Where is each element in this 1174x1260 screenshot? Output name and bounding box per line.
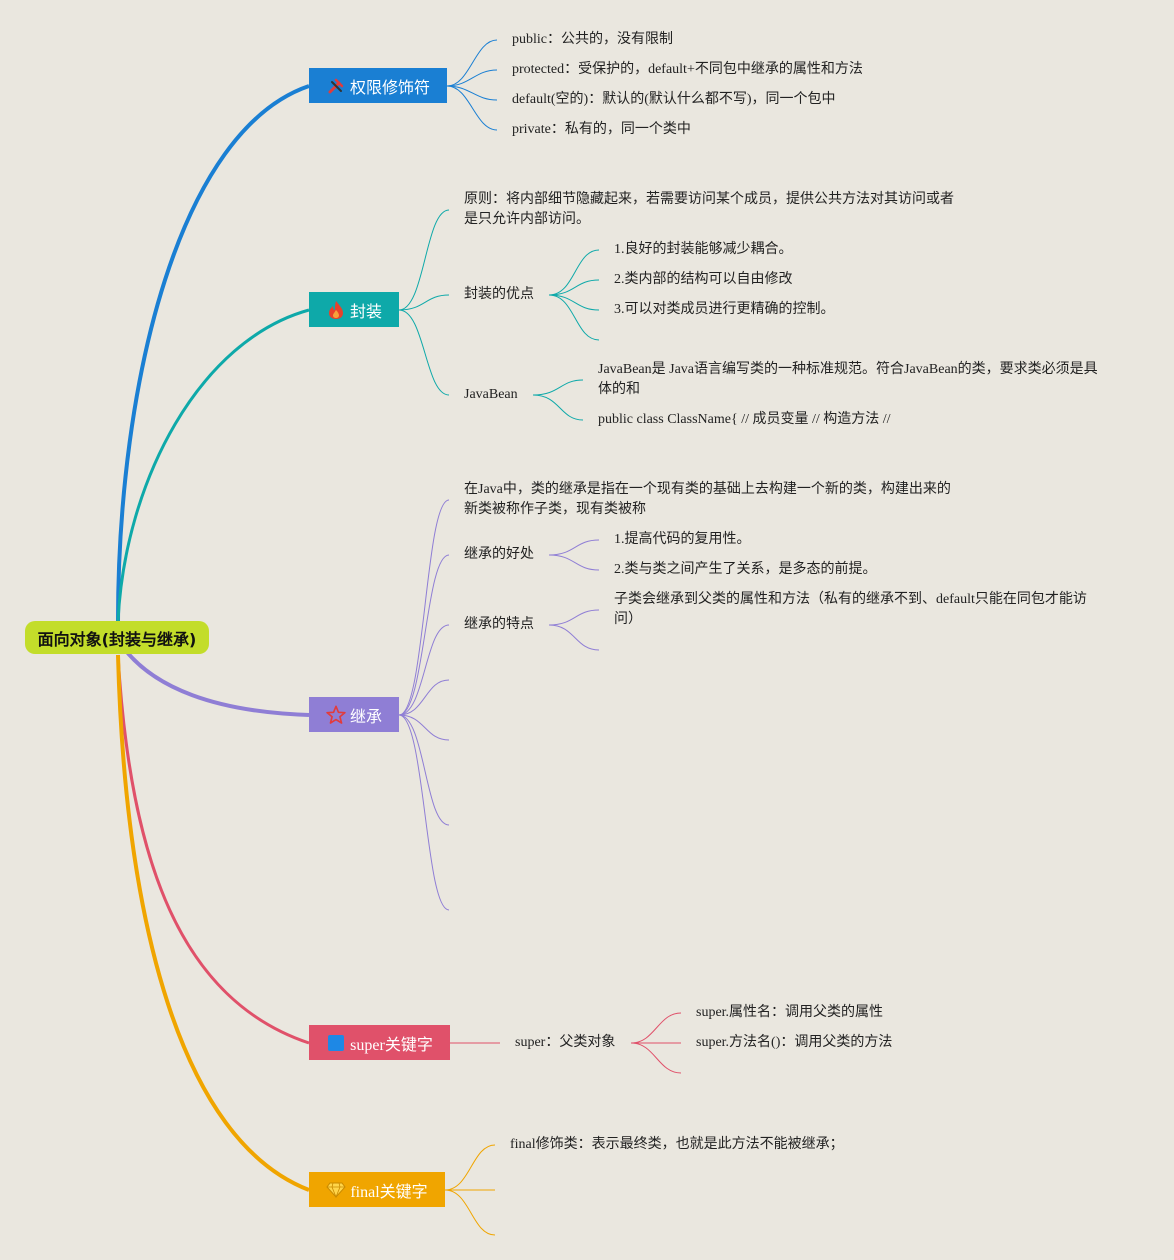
diamond-icon bbox=[326, 1180, 346, 1200]
root-label: 面向对象(封装与继承) bbox=[37, 629, 197, 649]
encap-leaf-connectors bbox=[398, 209, 600, 421]
access-leaf-connectors bbox=[446, 39, 498, 131]
inherit-benefit-item[interactable]: 1.提高代码的复用性。 bbox=[614, 532, 751, 547]
encap-javabean-item[interactable]: public class ClassName{ // 成员变量 // 构造方法 … bbox=[598, 412, 891, 427]
inherit-intro[interactable]: 在Java中，类的继承是指在一个现有类的基础上去构建一个新的类，构建出来的新类被… bbox=[464, 482, 951, 517]
final-item[interactable]: final修饰类：表示最终类，也就是此方法不能被继承； bbox=[510, 1137, 844, 1152]
branch-label: super关键字 bbox=[350, 1036, 433, 1054]
super-leaf-connectors bbox=[450, 1012, 682, 1074]
inherit-leaf-connectors bbox=[398, 499, 600, 911]
access-item-public[interactable]: public：公共的，没有限制 bbox=[512, 32, 673, 47]
encap-javabean-node[interactable]: JavaBean bbox=[464, 387, 518, 402]
branch-label: 权限修饰符 bbox=[349, 77, 430, 97]
branch-label: 继承 bbox=[349, 706, 382, 726]
inherit-features-node[interactable]: 继承的特点 bbox=[464, 617, 534, 632]
connector-root-access bbox=[116, 84, 310, 622]
branch-label: final关键字 bbox=[350, 1183, 428, 1201]
super-parent-object-node[interactable]: super：父类对象 bbox=[515, 1035, 616, 1050]
branch-label: 封装 bbox=[349, 301, 382, 321]
encap-advantage-item[interactable]: 2.类内部的结构可以自由修改 bbox=[614, 272, 793, 287]
access-item-default[interactable]: default(空的)：默认的(默认什么都不写)，同一个包中 bbox=[512, 92, 836, 107]
access-item-private[interactable]: private：私有的，同一个类中 bbox=[512, 122, 691, 137]
final-leaf-connectors bbox=[444, 1144, 496, 1236]
inherit-feature-item[interactable]: 子类会继承到父类的属性和方法（私有的继承不到、default只能在同包才能访问） bbox=[614, 592, 1087, 627]
encap-advantage-item[interactable]: 3.可以对类成员进行更精确的控制。 bbox=[614, 302, 835, 317]
connector-root-inherit bbox=[116, 638, 310, 717]
fire-icon bbox=[326, 300, 346, 320]
access-item-protected[interactable]: protected：受保护的，default+不同包中继承的属性和方法 bbox=[512, 62, 863, 77]
branch-encapsulation[interactable]: 封装 bbox=[309, 292, 399, 327]
encap-principle[interactable]: 原则：将内部细节隐藏起来，若需要访问某个成员，提供公共方法对其访问或者是只允许内… bbox=[464, 192, 954, 227]
inherit-benefit-item[interactable]: 2.类与类之间产生了关系，是多态的前提。 bbox=[614, 562, 877, 577]
branch-super-keyword[interactable]: super关键字 bbox=[309, 1025, 450, 1060]
star-icon bbox=[326, 705, 346, 725]
super-item[interactable]: super.方法名()：调用父类的方法 bbox=[696, 1035, 893, 1050]
encap-javabean-item[interactable]: JavaBean是 Java语言编写类的一种标准规范。符合JavaBean的类，… bbox=[598, 362, 1098, 397]
square-icon bbox=[326, 1033, 346, 1053]
connector-root-final bbox=[116, 654, 310, 1192]
connector-root-encap bbox=[116, 308, 310, 622]
branch-final-keyword[interactable]: final关键字 bbox=[309, 1172, 445, 1207]
root-node[interactable]: 面向对象(封装与继承) bbox=[25, 621, 209, 654]
branch-access-modifiers[interactable]: 权限修饰符 bbox=[309, 68, 447, 103]
super-item[interactable]: super.属性名：调用父类的属性 bbox=[696, 1005, 884, 1020]
branch-inheritance[interactable]: 继承 bbox=[309, 697, 399, 732]
encap-advantages-node[interactable]: 封装的优点 bbox=[464, 287, 534, 302]
encap-advantage-item[interactable]: 1.良好的封装能够减少耦合。 bbox=[614, 242, 793, 257]
connector-root-super bbox=[116, 654, 310, 1045]
inherit-benefits-node[interactable]: 继承的好处 bbox=[464, 547, 534, 562]
tools-icon bbox=[326, 76, 346, 96]
